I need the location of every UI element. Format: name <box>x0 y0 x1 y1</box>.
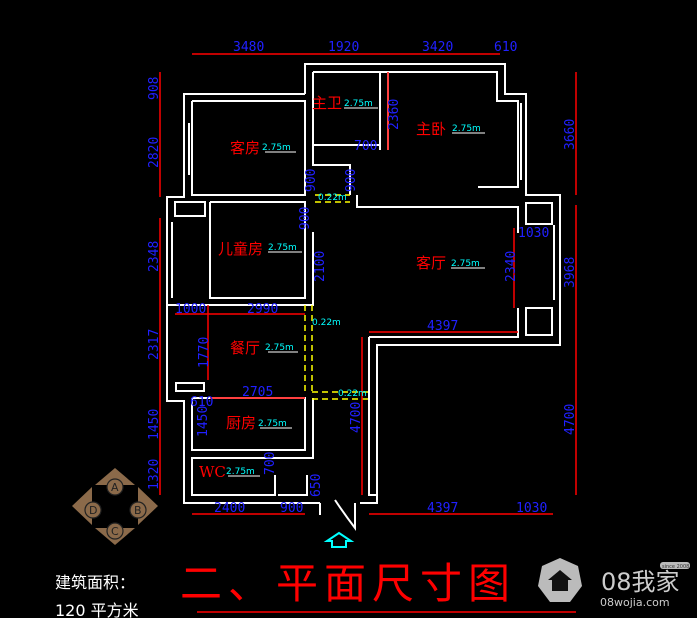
building-area-value: 120 平方米 <box>55 601 139 618</box>
threshold-height-1: 0.22m <box>318 193 347 203</box>
svg-text:2.75m: 2.75m <box>344 99 373 109</box>
dim-2340: 2340 <box>504 251 519 282</box>
watermark-since: since 2008 <box>662 564 689 570</box>
dim-900-b: 900 <box>344 169 359 192</box>
building-area-label: 建筑面积： <box>55 573 136 592</box>
svg-text:客厅: 客厅 <box>416 254 446 272</box>
dim-2705: 2705 <box>242 385 273 400</box>
watermark-logo: 08我家 08wojia.com since 2008 <box>538 558 690 609</box>
dim-2100: 2100 <box>313 251 328 282</box>
dim-top-4: 610 <box>494 40 517 55</box>
dim-610: 610 <box>190 395 213 410</box>
dim-top-3: 3420 <box>422 40 453 55</box>
svg-text:2.75m: 2.75m <box>226 467 255 477</box>
compass-a: A <box>111 481 119 494</box>
room-children: 儿童房 2.75m <box>218 240 302 258</box>
dim-bottom-3: 4397 <box>427 501 458 516</box>
dimension-lines <box>159 53 577 515</box>
svg-text:主卧: 主卧 <box>416 120 446 138</box>
svg-text:2.75m: 2.75m <box>258 419 287 429</box>
dim-bottom-2: 900 <box>280 501 303 516</box>
dim-left-4: 2317 <box>147 329 162 360</box>
walls <box>166 63 561 531</box>
dim-1770: 1770 <box>197 337 212 368</box>
compass-d: D <box>89 504 97 517</box>
svg-text:2.75m: 2.75m <box>452 124 481 134</box>
dim-left-3: 2348 <box>147 241 162 272</box>
dim-right-3: 4700 <box>563 404 578 435</box>
watermark-url: 08wojia.com <box>600 596 670 609</box>
dim-left-6: 1320 <box>147 459 162 490</box>
dim-left-2: 2820 <box>147 137 162 168</box>
dim-left-1: 908 <box>147 77 162 100</box>
dim-bottom-4: 1030 <box>516 501 547 516</box>
dim-650: 650 <box>309 474 324 497</box>
entrance-arrow-icon <box>323 531 355 548</box>
svg-text:客房: 客房 <box>230 139 260 157</box>
room-master-bedroom: 主卧 2.75m <box>416 120 485 138</box>
dim-1000: 1000 <box>175 302 206 317</box>
room-living: 客厅 2.75m <box>416 254 485 272</box>
svg-text:2.75m: 2.75m <box>262 143 291 153</box>
svg-text:2.75m: 2.75m <box>268 243 297 253</box>
dim-top-2: 1920 <box>328 40 359 55</box>
dim-900-a: 900 <box>304 169 319 192</box>
dim-700-top: 700 <box>354 139 377 154</box>
svg-text:厨房: 厨房 <box>226 414 256 432</box>
room-dining: 餐厅 2.75m <box>230 339 298 357</box>
svg-text:儿童房: 儿童房 <box>218 240 263 258</box>
threshold-height-2: 0.22m <box>312 318 341 328</box>
dim-top-1: 3480 <box>233 40 264 55</box>
dim-700-wc: 700 <box>263 452 278 475</box>
svg-text:2.75m: 2.75m <box>451 259 480 269</box>
compass-c: C <box>111 525 119 538</box>
dim-4700-inner: 4700 <box>349 402 364 433</box>
svg-text:餐厅: 餐厅 <box>230 339 260 357</box>
svg-text:WC: WC <box>199 463 226 481</box>
compass-b: B <box>134 504 142 517</box>
dim-right-1: 3660 <box>563 119 578 150</box>
svg-text:主卫: 主卫 <box>312 94 342 112</box>
svg-text:2.75m: 2.75m <box>265 343 294 353</box>
threshold-height-3: 0.22m <box>338 389 367 399</box>
dim-2990: 2990 <box>247 302 278 317</box>
dim-4397-inner: 4397 <box>427 319 458 334</box>
dim-right-2: 3968 <box>563 257 578 288</box>
openings <box>304 194 370 400</box>
dim-left-5: 1450 <box>147 409 162 440</box>
dim-2360: 2360 <box>387 99 402 130</box>
dim-1030-window: 1030 <box>518 226 549 241</box>
watermark-brand: 08我家 <box>601 568 680 596</box>
dim-900-c: 900 <box>298 207 313 230</box>
dim-bottom-1: 2400 <box>214 501 245 516</box>
dim-1450-kitchen: 1450 <box>196 406 211 437</box>
compass-rose-icon: A B C D <box>72 468 158 545</box>
drawing-title: 二、平面尺寸图 <box>180 559 516 608</box>
